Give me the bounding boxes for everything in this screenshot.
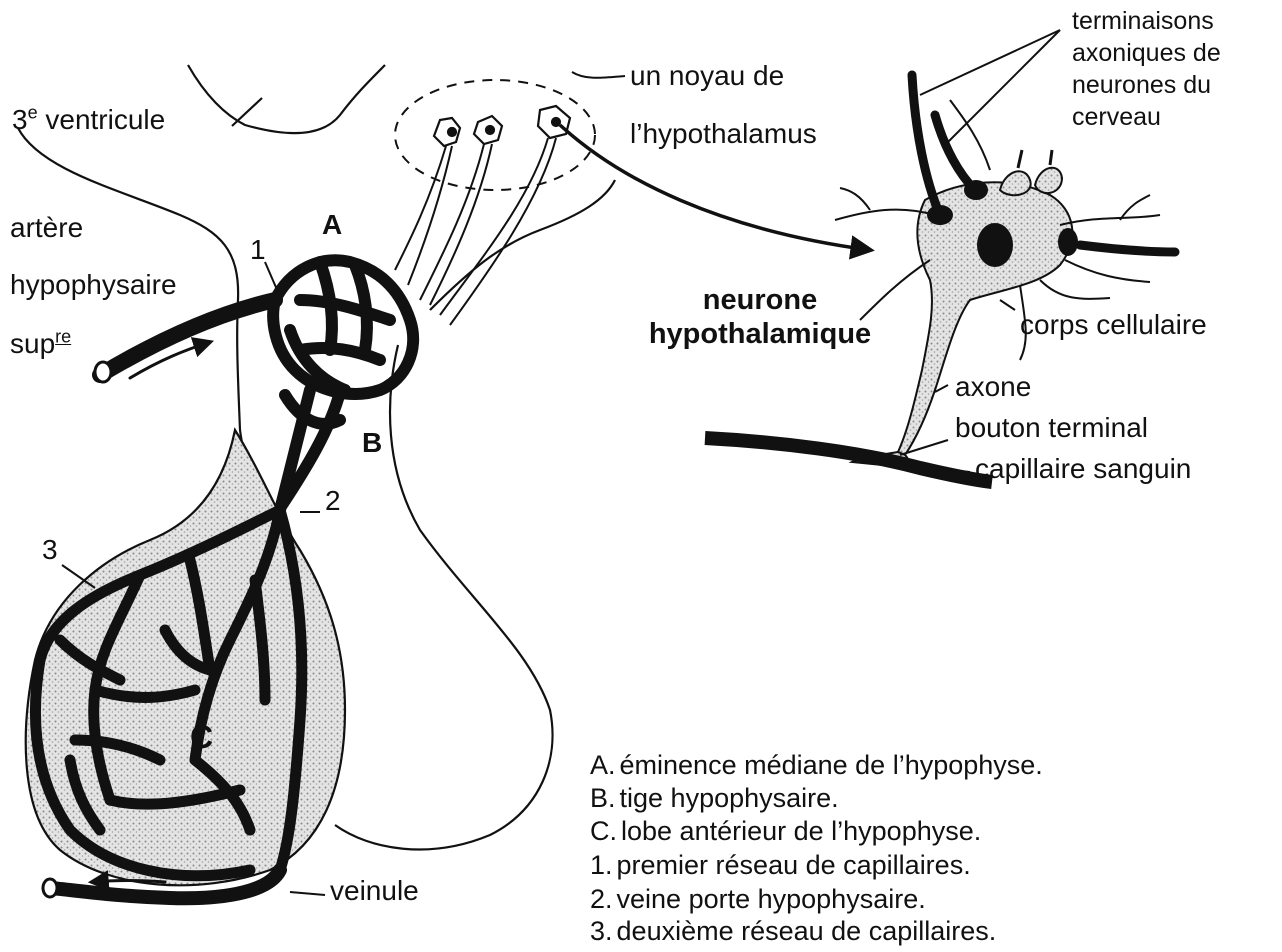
- hypothalamic-neuron: [835, 75, 1175, 468]
- superior-hypophyseal-artery: [95, 300, 275, 382]
- neuron-title-line1: neurone: [600, 283, 920, 317]
- blood-capillary-label: capillaire sanguin: [975, 452, 1191, 486]
- nucleus-neurons: [434, 106, 570, 146]
- legend-key: 3.: [590, 916, 613, 946]
- axon-label: axone: [955, 370, 1031, 404]
- legend-key: 1.: [590, 850, 613, 880]
- legend-text: tige hypophysaire.: [620, 783, 839, 813]
- nucleus-axons: [395, 138, 556, 325]
- terminaisons-line1: terminaisons: [1072, 5, 1221, 37]
- venule-label: veinule: [330, 874, 419, 908]
- letter-a: A: [322, 208, 342, 242]
- third-ventricle-ordinal: e: [28, 103, 38, 123]
- artery-label-sup-ordinal: re: [55, 327, 71, 347]
- primary-capillary-network: [273, 260, 413, 510]
- terminaisons-line4: cerveau: [1072, 101, 1221, 133]
- legend-item: 2. veine porte hypophysaire.: [590, 884, 926, 915]
- nucleus-label-line2: l’hypothalamus: [630, 117, 817, 151]
- legend-key: 2.: [590, 884, 613, 914]
- artery-label-line3: supre: [10, 327, 71, 361]
- legend-item: C. lobe antérieur de l’hypophyse.: [590, 816, 981, 847]
- third-ventricle-number: 3: [12, 104, 28, 135]
- legend-item: B. tige hypophysaire.: [590, 783, 839, 814]
- legend-item: 1. premier réseau de capillaires.: [590, 850, 971, 881]
- artery-label-line2: hypophysaire: [10, 268, 177, 302]
- terminaisons-line3: neurones du: [1072, 69, 1221, 101]
- legend-key: C.: [590, 816, 617, 846]
- third-ventricle-text: ventricule: [38, 104, 166, 135]
- legend-text: éminence médiane de l’hypophyse.: [620, 750, 1043, 780]
- letter-b: B: [362, 426, 382, 460]
- neuron-title: neurone hypothalamique: [600, 283, 920, 351]
- artery-label-line1: artère: [10, 211, 83, 245]
- terminaisons-label: terminaisons axoniques de neurones du ce…: [1072, 5, 1221, 133]
- third-ventricle-label: 3e ventricule: [12, 103, 165, 137]
- legend-text: lobe antérieur de l’hypophyse.: [621, 816, 981, 846]
- legend-text: deuxième réseau de capillaires.: [617, 916, 997, 946]
- legend-text: premier réseau de capillaires.: [617, 850, 971, 880]
- terminal-bouton-label: bouton terminal: [955, 411, 1148, 445]
- number-2: 2: [325, 484, 341, 518]
- letter-c: C: [190, 718, 213, 756]
- legend-key: B.: [590, 783, 616, 813]
- artery-label-sup: sup: [10, 328, 55, 359]
- legend-key: A.: [590, 750, 616, 780]
- neuron-title-line2: hypothalamique: [600, 317, 920, 351]
- legend-item: A. éminence médiane de l’hypophyse.: [590, 750, 1043, 781]
- noyau-leader: [572, 72, 625, 78]
- nucleus-label-line1: un noyau de: [630, 59, 784, 93]
- cell-body-label: corps cellulaire: [1020, 308, 1207, 342]
- blood-capillary: [705, 438, 992, 482]
- anterior-lobe: [26, 430, 345, 885]
- legend-text: veine porte hypophysaire.: [617, 884, 926, 914]
- number-3: 3: [42, 533, 58, 567]
- terminaisons-line2: axoniques de: [1072, 37, 1221, 69]
- legend-item: 3. deuxième réseau de capillaires.: [590, 916, 996, 947]
- number-1: 1: [250, 233, 266, 267]
